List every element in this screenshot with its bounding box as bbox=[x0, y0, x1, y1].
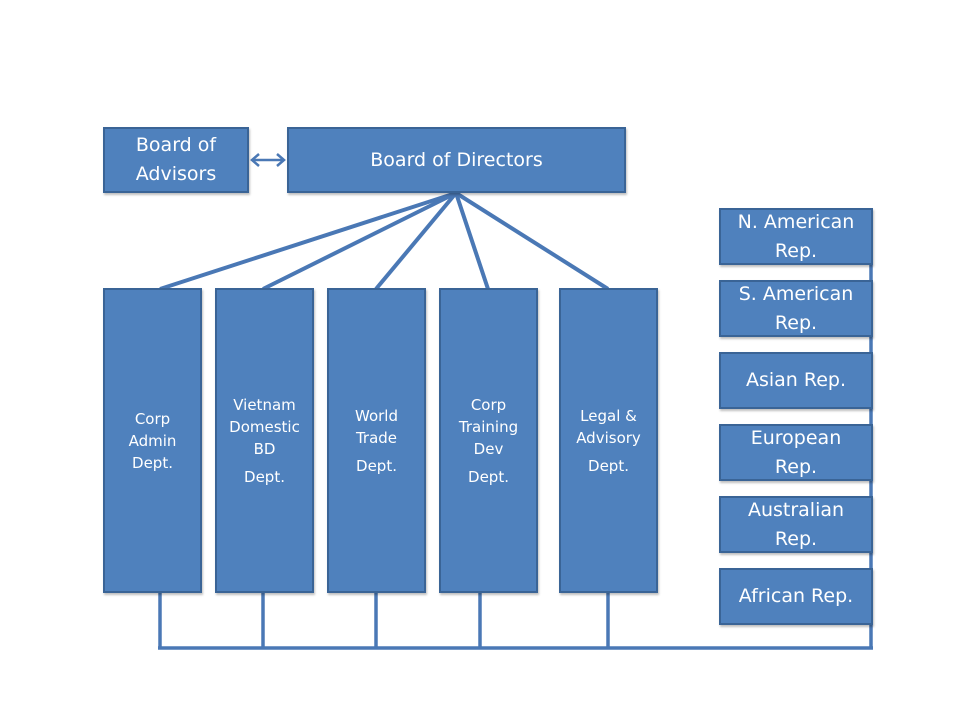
rep-european-line-2: Rep. bbox=[774, 455, 818, 478]
rep-south-american-line-1: S. American bbox=[738, 282, 854, 305]
dept-corp-admin-box: Corp Admin Dept. bbox=[103, 288, 202, 593]
rep-australian-box: Australian Rep. bbox=[719, 496, 873, 553]
board-of-advisors-label-line-1: Board of bbox=[135, 134, 217, 156]
dept-legal-advisory-line-1: Legal & bbox=[580, 406, 637, 425]
dept-corp-training-dev-line-2: Training bbox=[458, 417, 519, 436]
dept-legal-advisory-line-3: Dept. bbox=[588, 456, 629, 475]
dept-world-trade-line-1: World bbox=[355, 406, 398, 425]
rep-north-american-line-2: Rep. bbox=[774, 239, 818, 262]
board-of-directors-label: Board of Directors bbox=[370, 148, 543, 171]
dept-corp-training-dev-line-3: Dev bbox=[473, 439, 504, 458]
dept-corp-training-dev-box: Corp Training Dev Dept. bbox=[439, 288, 538, 593]
rep-european-line-1: European bbox=[750, 426, 842, 449]
dept-vietnam-domestic-bd-line-1: Vietnam bbox=[233, 395, 296, 414]
rep-asian-box: Asian Rep. bbox=[719, 352, 873, 409]
rep-australian-line-2: Rep. bbox=[774, 527, 818, 550]
rep-european-box: European Rep. bbox=[719, 424, 873, 481]
rep-australian-line-1: Australian bbox=[747, 498, 845, 521]
connector-directors-dept-1 bbox=[159, 191, 457, 291]
rep-south-american-box: S. American Rep. bbox=[719, 280, 873, 337]
dept-vietnam-domestic-bd-line-3: BD bbox=[253, 439, 276, 458]
dept-corp-training-dev-line-4: Dept. bbox=[468, 467, 509, 486]
dept-world-trade-line-3: Dept. bbox=[356, 456, 397, 475]
advisors-directors-double-arrow bbox=[250, 153, 286, 167]
rep-south-american-line-2: Rep. bbox=[774, 311, 818, 334]
dept-corp-admin-line-3: Dept. bbox=[132, 453, 173, 472]
connector-directors-dept-3 bbox=[374, 191, 458, 291]
dept-legal-advisory-box: Legal & Advisory Dept. bbox=[559, 288, 658, 593]
dept-world-trade-line-2: Trade bbox=[355, 428, 398, 447]
dept-corp-training-dev-line-1: Corp bbox=[470, 395, 507, 414]
rep-north-american-line-1: N. American bbox=[737, 210, 855, 233]
rep-african-box: African Rep. bbox=[719, 568, 873, 625]
board-of-advisors-box: Board of Advisors bbox=[103, 127, 249, 193]
board-of-directors-box: Board of Directors bbox=[287, 127, 626, 193]
dept-vietnam-domestic-bd-line-4: Dept. bbox=[244, 467, 285, 486]
dept-world-trade-box: World Trade Dept. bbox=[327, 288, 426, 593]
dept-corp-admin-line-2: Admin bbox=[128, 431, 177, 450]
connector-directors-dept-2 bbox=[262, 191, 457, 291]
board-of-advisors-label-line-2: Advisors bbox=[135, 163, 217, 185]
dept-vietnam-domestic-bd-box: Vietnam Domestic BD Dept. bbox=[215, 288, 314, 593]
connector-directors-dept-4 bbox=[454, 192, 490, 290]
rep-north-american-box: N. American Rep. bbox=[719, 208, 873, 265]
rep-african-label: African Rep. bbox=[738, 585, 854, 607]
dept-vietnam-domestic-bd-line-2: Domestic bbox=[229, 417, 300, 436]
rep-asian-label: Asian Rep. bbox=[745, 369, 847, 391]
dept-legal-advisory-line-2: Advisory bbox=[576, 428, 641, 447]
connector-directors-dept-5 bbox=[454, 191, 610, 291]
dept-corp-admin-line-1: Corp bbox=[134, 409, 171, 428]
